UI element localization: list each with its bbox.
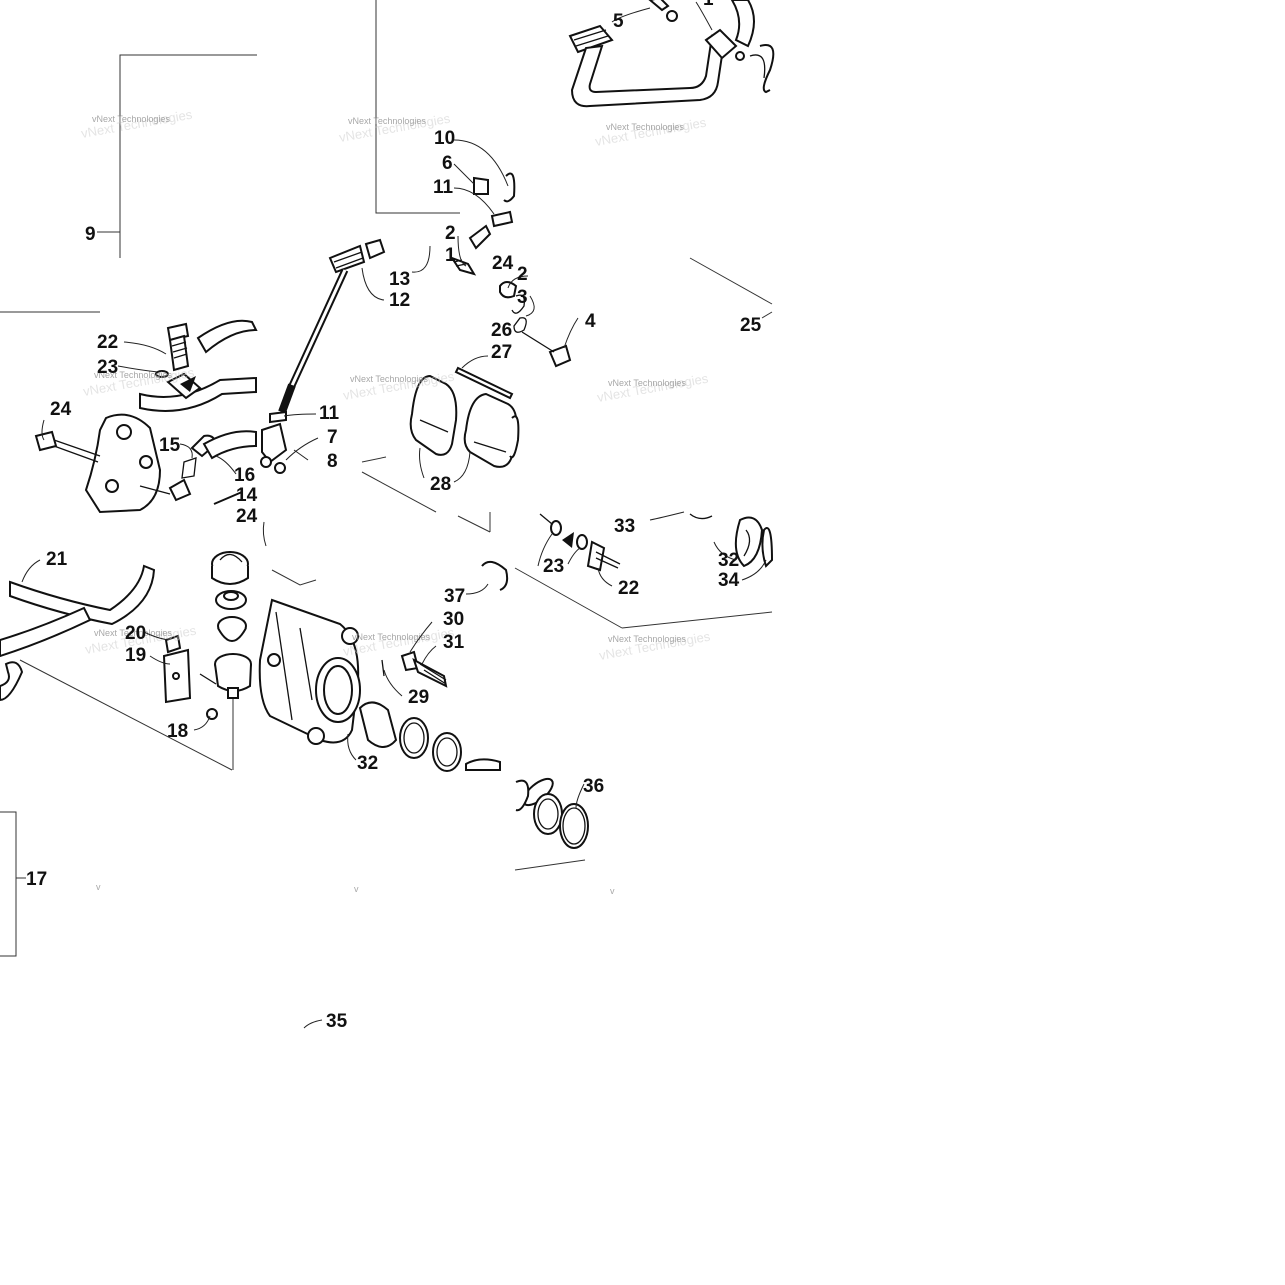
svg-text:vNext Technologies: vNext Technologies [608,378,686,388]
callout-27: 27 [491,342,512,363]
watermark: vNext Technologies vNext Technologies [342,625,456,659]
callout-31: 31 [443,632,465,653]
callout-1: 1 [445,245,456,266]
svg-text:vNext Technologies: vNext Technologies [352,632,430,642]
callout-25: 25 [740,315,762,336]
watermark: vNext Technologies vNext Technologies [596,371,710,405]
callout-9: 9 [85,224,96,245]
callout-10: 10 [434,128,455,149]
callout-14: 14 [236,485,258,506]
callout-5: 5 [613,11,624,32]
callout-6: 6 [442,153,453,174]
callout-19: 19 [125,645,146,666]
assembly-brackets [0,0,773,957]
callout-32: 32 [357,753,378,774]
callout-24: 24 [236,506,258,527]
svg-text:vNext Technologies: vNext Technologies [92,114,170,124]
callout-24: 24 [492,253,514,274]
callout-labels: 1 2 1 2 3 4 5 6 7 8 9 10 11 11 12 13 14 … [26,0,762,1032]
callout-2: 2 [445,223,456,244]
callout-28: 28 [430,474,451,495]
callout-8: 8 [327,451,338,472]
callout-2: 2 [517,264,528,285]
watermark: vNext Technologies vNext Technologies [598,629,712,663]
watermarks: vNext Technologies vNext Technologies vN… [80,107,712,896]
leader-lines [21,1,767,1029]
callout-26: 26 [491,320,512,341]
callout-18: 18 [167,721,188,742]
svg-text:vNext Technologies: vNext Technologies [94,370,172,380]
callout-4: 4 [585,311,596,332]
watermark: vNext Technologies vNext Technologies [80,107,194,141]
svg-text:vNext Technologies: vNext Technologies [608,634,686,644]
svg-text:vNext Technologies: vNext Technologies [94,628,172,638]
callout-23: 23 [543,556,564,577]
left-brake-lever-assembly [34,319,258,514]
callout-13: 13 [389,269,410,290]
brake-pedal [568,0,775,108]
brake-caliper [258,560,589,849]
callout-29: 29 [408,687,429,708]
brake-hose [0,564,156,702]
watermark-fragment: v [610,886,615,896]
callout-24: 24 [50,399,72,420]
watermark-fragment: v [354,884,359,894]
callout-21: 21 [46,549,68,570]
caliper-mount-hardware [539,513,774,572]
callout-1: 1 [703,0,714,10]
callout-17: 17 [26,869,47,890]
svg-text:vNext Technologies: vNext Technologies [606,122,684,132]
callout-36: 36 [583,776,604,797]
callout-11: 11 [433,177,454,198]
master-cylinder-pushrod [260,172,516,474]
svg-text:vNext Technologies: vNext Technologies [348,116,426,126]
callout-11: 11 [319,403,340,424]
callout-7: 7 [327,427,338,448]
callout-12: 12 [389,290,410,311]
master-cylinder-reservoir [162,551,252,720]
callout-16: 16 [234,465,255,486]
callout-34: 34 [718,570,740,591]
callout-32: 32 [718,550,739,571]
callout-23: 23 [97,357,118,378]
callout-33: 33 [614,516,635,537]
watermark-fragment: v [96,882,101,892]
clevis-hardware [454,281,572,400]
callout-30: 30 [443,609,464,630]
callout-22: 22 [618,578,639,599]
callout-37: 37 [444,586,465,607]
callout-35: 35 [326,1011,348,1032]
callout-15: 15 [159,435,181,456]
callout-3: 3 [517,287,528,308]
watermark: vNext Technologies vNext Technologies [594,115,708,149]
callout-22: 22 [97,332,118,353]
brake-pads [409,374,520,468]
svg-text:vNext Technologies: vNext Technologies [350,374,428,384]
callout-20: 20 [125,623,146,644]
